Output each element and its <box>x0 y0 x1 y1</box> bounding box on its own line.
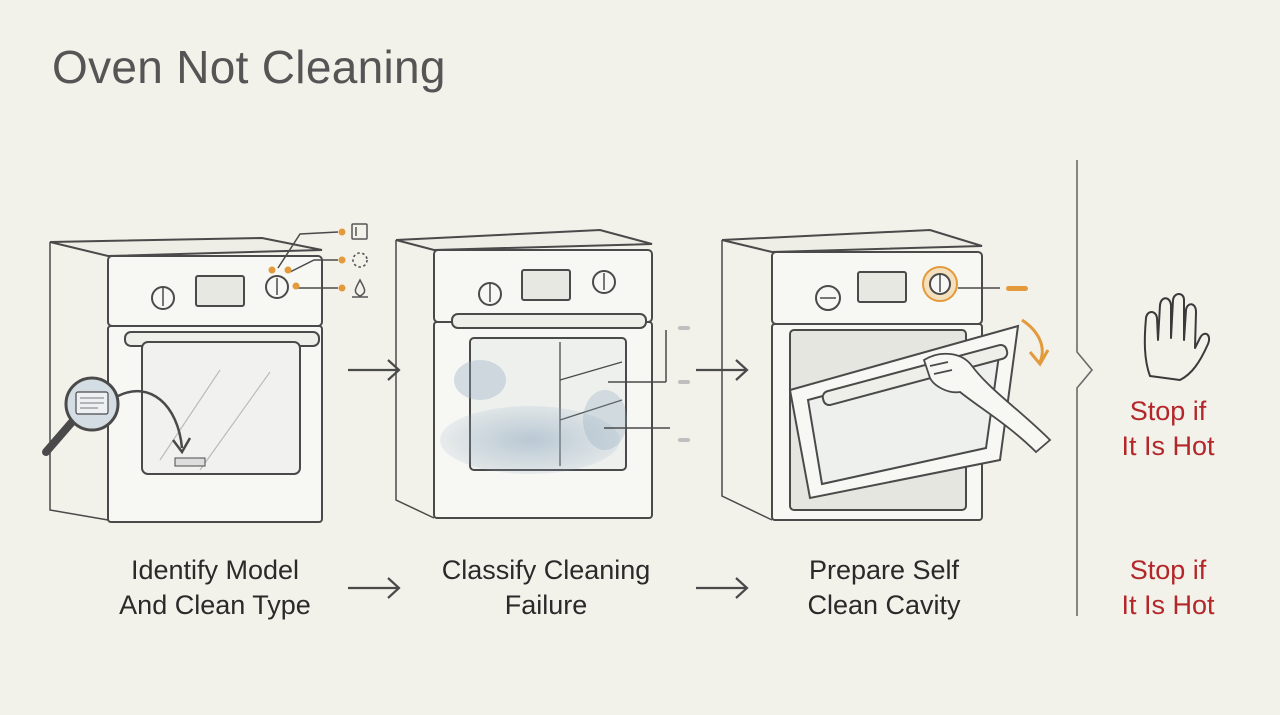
oven-classify-failure <box>395 228 653 519</box>
arrow-right-icon <box>696 359 749 381</box>
stop-warning-bottom: Stop if It Is Hot <box>1121 555 1215 620</box>
magnifier-icon <box>42 376 120 456</box>
mode-callouts <box>277 231 339 289</box>
display-panel <box>195 275 245 307</box>
step-label-classify: Classify Cleaning Failure <box>441 555 651 620</box>
steam-clean-icon <box>352 278 368 298</box>
residue-stain <box>440 406 620 474</box>
label-arrow-2 <box>696 577 749 599</box>
hand-opening-door <box>922 352 1052 454</box>
section-divider <box>1076 160 1094 616</box>
step-label-prepare: Prepare Self Clean Cavity <box>807 555 961 620</box>
failure-callouts <box>604 330 670 429</box>
oven-window <box>141 341 301 475</box>
oven-identify-model <box>49 236 323 523</box>
model-plate <box>174 457 206 467</box>
arrow-down-icon <box>1021 318 1044 363</box>
hand-stop-icon <box>1143 293 1210 381</box>
arrow-down-icon <box>117 389 184 449</box>
stop-warning-top: Stop if It Is Hot <box>1121 396 1215 461</box>
step-label-identify: Identify Model And Clean Type <box>119 555 311 620</box>
arrow-right-icon <box>348 359 401 381</box>
self-clean-icon <box>352 252 368 268</box>
label-arrow-1 <box>348 577 401 599</box>
lock-icon <box>351 223 368 240</box>
page-title: Oven Not Cleaning <box>52 41 446 93</box>
